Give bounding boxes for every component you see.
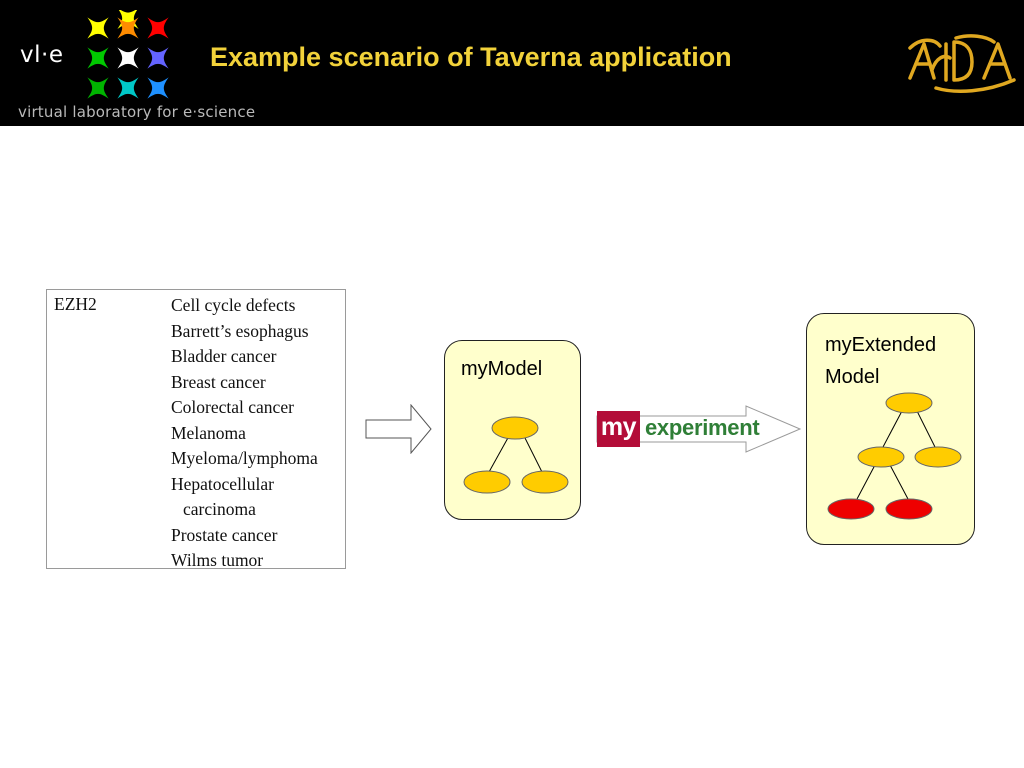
vle-brand-text: vl·e (20, 42, 64, 68)
disease-item: Barrett’s esophagus (171, 320, 309, 341)
disease-list: Cell cycle defects Barrett’s esophagus B… (171, 294, 318, 575)
tree-edge (916, 410, 936, 448)
disease-item: Wilms tumor (171, 550, 264, 570)
tree-edge (856, 464, 876, 500)
slide-title: Example scenario of Taverna application (210, 42, 732, 72)
vle-star-grid-logo (80, 10, 176, 106)
extended-model-label: myExtended Model (825, 334, 937, 388)
disease-item: Myeloma/lymphoma (171, 448, 318, 468)
tree-edge (889, 464, 909, 500)
disease-item: Prostate cancer (171, 524, 278, 545)
my-model-box: myModel (444, 340, 581, 520)
tree-node-yellow (885, 392, 933, 414)
myexperiment-logo-my: my (597, 411, 640, 447)
tree-edge (523, 435, 543, 473)
disease-item: Melanoma (171, 422, 246, 443)
tree-node-yellow (914, 446, 962, 468)
right-arrow-icon (365, 404, 432, 454)
disease-item: Breast cancer (171, 371, 266, 392)
extended-model-box: myExtended Model (806, 313, 975, 545)
slide-header: vl·e virtual laboratory for e·science Ex… (0, 0, 1024, 126)
tree-node-red (827, 498, 875, 520)
my-model-tree-diagram (463, 416, 569, 494)
tree-node-yellow (463, 470, 511, 494)
tree-node-yellow (857, 446, 905, 468)
aida-logo (908, 34, 1016, 93)
tree-node-yellow (521, 470, 569, 494)
disease-item: carcinoma (183, 499, 256, 519)
disease-item: Colorectal cancer (171, 397, 294, 417)
extended-model-tree-diagram (827, 392, 962, 520)
tree-edge (488, 435, 510, 473)
disease-table: EZH2 Cell cycle defects Barrett’s esopha… (46, 289, 346, 570)
tree-edge (882, 410, 903, 448)
vle-tagline: virtual laboratory for e·science (18, 103, 256, 121)
disease-item: Cell cycle defects (171, 295, 296, 315)
disease-item: Bladder cancer (171, 346, 277, 366)
my-model-label: myModel (461, 358, 543, 380)
tree-node-yellow (491, 416, 539, 440)
disease-item: Hepatocellular (171, 473, 275, 494)
myexperiment-logo-text: experiment (645, 415, 760, 440)
gene-name: EZH2 (54, 294, 97, 314)
tree-node-red (885, 498, 933, 520)
